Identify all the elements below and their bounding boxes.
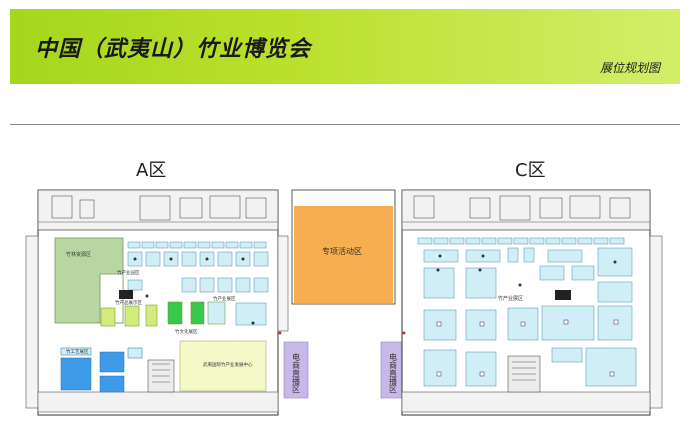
- divider: [10, 124, 680, 125]
- live-stream-area-a: [283, 341, 309, 399]
- booth-lime-group: [100, 301, 226, 327]
- label-bamboo-forest: 竹林资源区: [66, 251, 91, 258]
- hall-a-left-wall: [25, 235, 39, 409]
- page-title: 中国（武夷山）竹业博览会: [35, 37, 312, 62]
- hall-a-top-structure: [37, 189, 279, 231]
- hall-c: 竹产业展区: [401, 189, 663, 416]
- entry-markers: [278, 331, 406, 335]
- label-bamboo-industry-park: 竹产业园区: [117, 269, 140, 276]
- booth-dark-a: [119, 290, 133, 299]
- label-special-event: 专项活动区: [322, 246, 362, 256]
- hall-a-right-wall: [277, 235, 289, 332]
- booth-grid-a-top: [127, 241, 269, 326]
- zone-a-label: A区: [136, 160, 167, 181]
- label-live-stream-a: 电商直播区: [292, 352, 301, 393]
- label-bamboo-craft: 竹工艺展区: [66, 348, 89, 355]
- hall-a: 竹林资源区 竹产业园区 竹产业展区 竹产品展示区 竹文化展区: [25, 189, 289, 416]
- live-stream-area-c: [380, 341, 406, 399]
- label-live-stream-c: 电商直播区: [389, 352, 398, 393]
- label-bamboo-culture: 竹文化展区: [175, 328, 198, 335]
- hall-a-bottom-structure: [37, 391, 279, 413]
- hall-c-bottom-structure: [401, 391, 651, 413]
- label-research-center: 武夷国际竹产业发展中心: [203, 361, 253, 368]
- booth-dark-c: [555, 290, 571, 300]
- hall-c-top-structure: [401, 189, 651, 231]
- label-bamboo-industry-a: 竹产业展区: [213, 295, 236, 302]
- booth-grid-c: [417, 237, 637, 387]
- hall-c-right-wall: [649, 235, 663, 409]
- zone-c-label: C区: [515, 160, 546, 181]
- label-bamboo-industry-c: 竹产业展区: [498, 295, 523, 302]
- label-bamboo-product: 竹产品展示区: [115, 299, 142, 306]
- area-bamboo-craft: [60, 347, 143, 393]
- area-research-center: [179, 340, 267, 392]
- special-event-hall: [294, 206, 393, 303]
- page-subtitle: 展位规划图: [599, 61, 660, 75]
- header-banner: 中国（武夷山）竹业博览会 展位规划图: [10, 9, 680, 84]
